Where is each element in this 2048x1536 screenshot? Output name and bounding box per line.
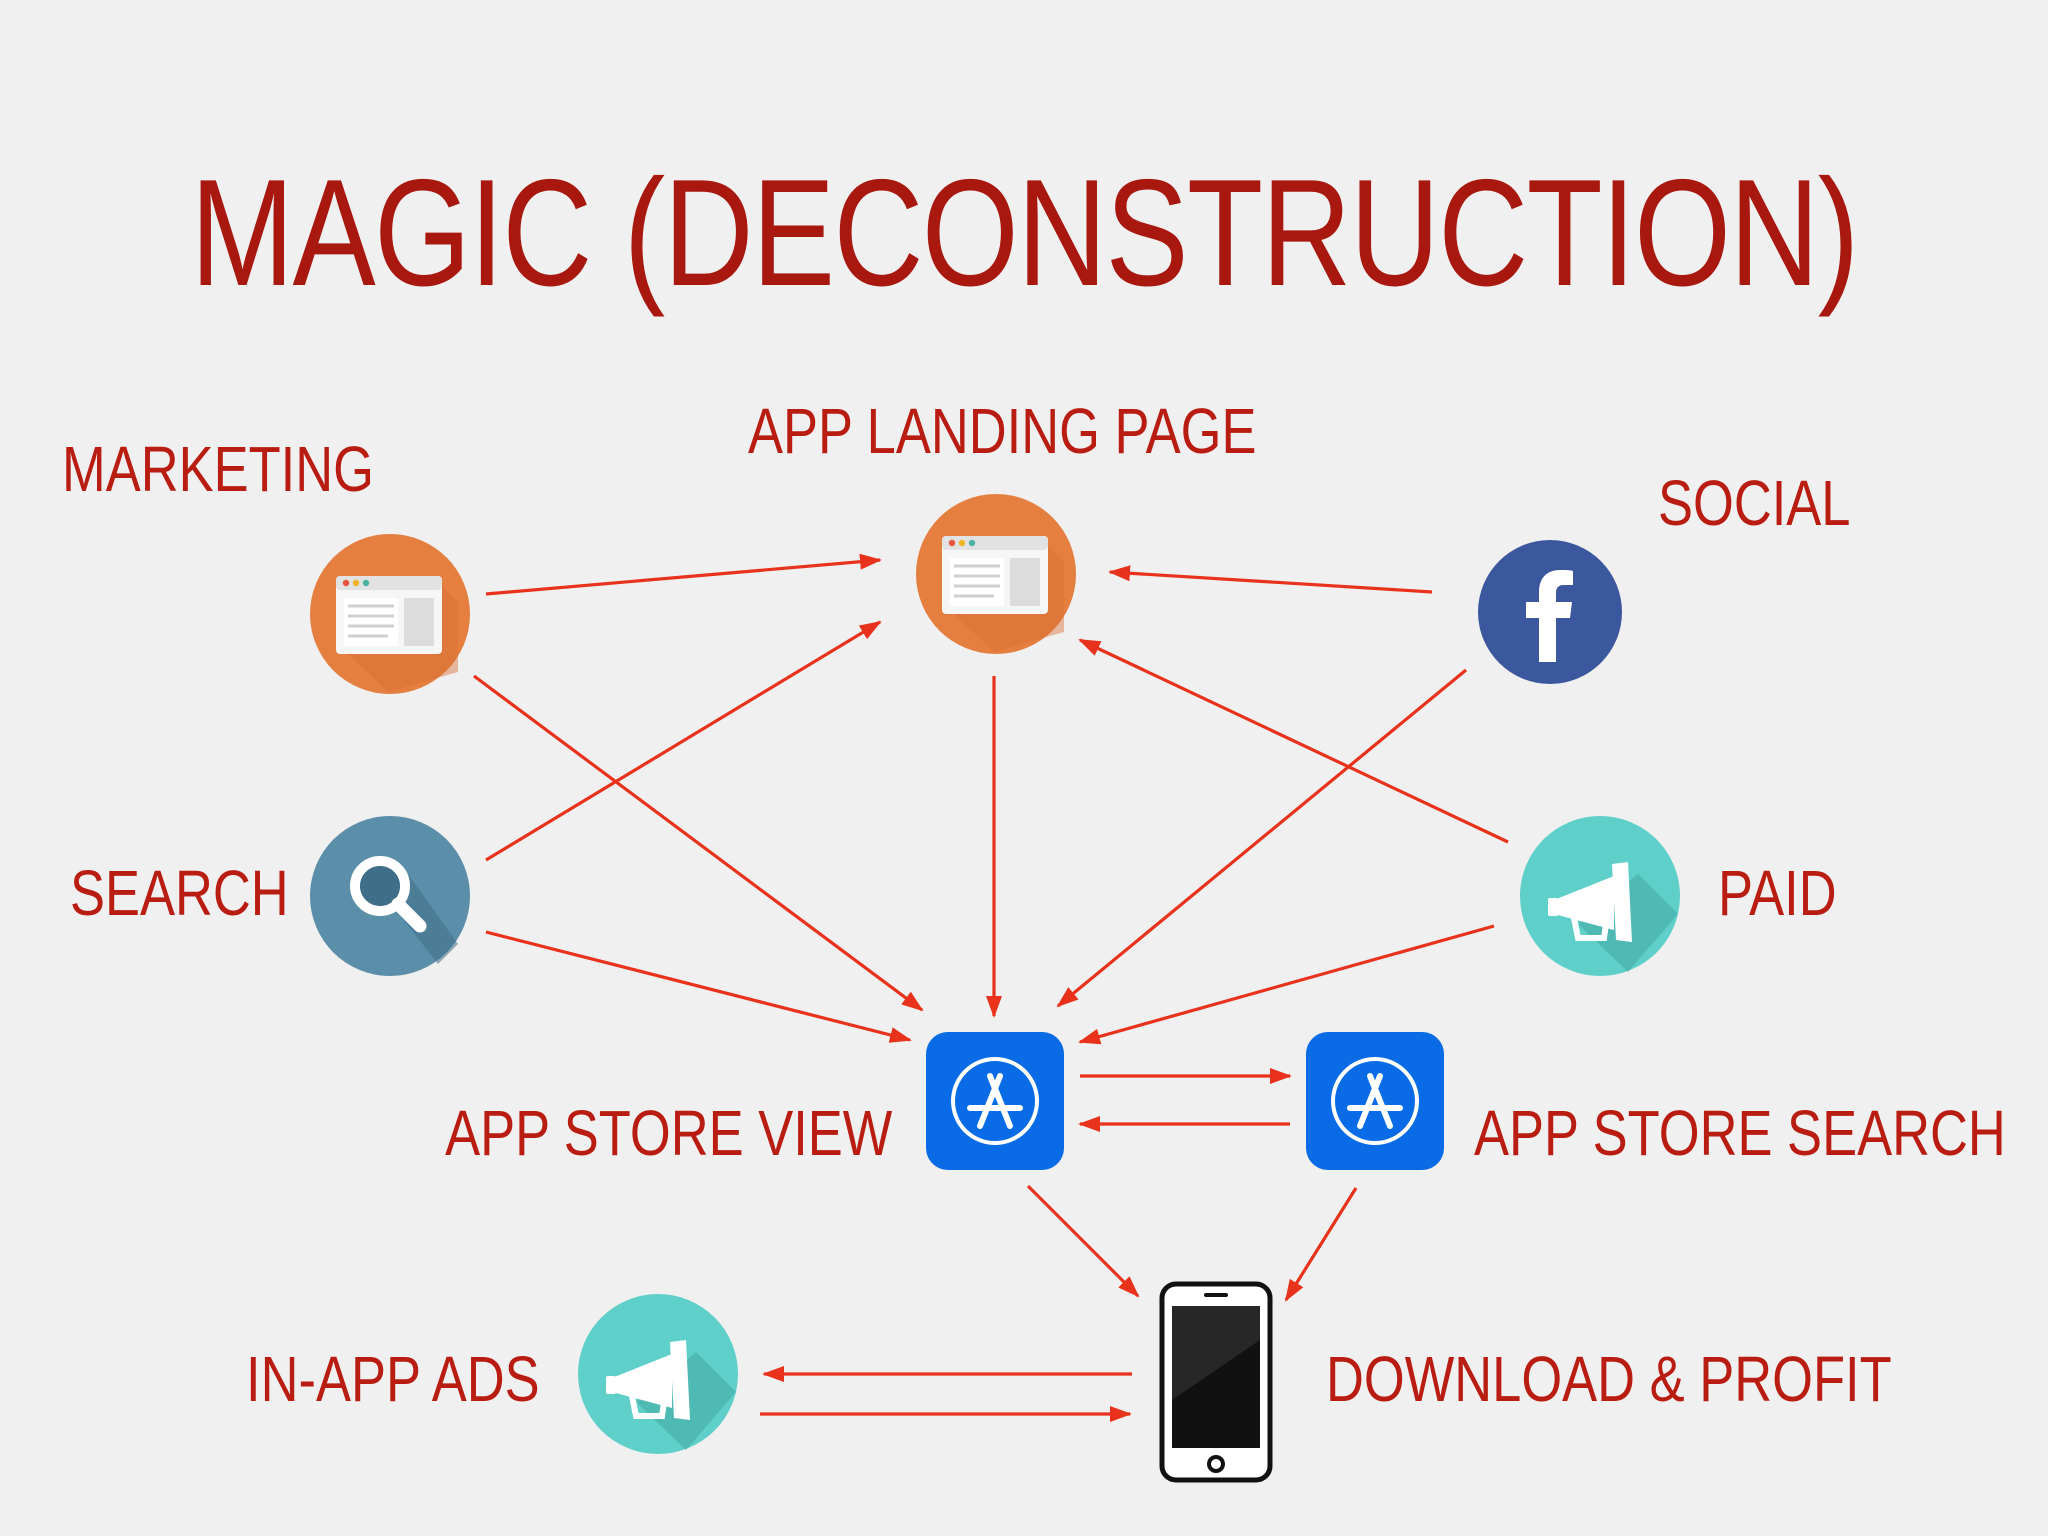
app-store-icon xyxy=(926,1032,1064,1170)
app-store-search-node xyxy=(1306,1032,1444,1170)
app-landing-page-node xyxy=(916,494,1076,654)
search-node xyxy=(310,816,470,976)
download-node xyxy=(1159,1281,1273,1483)
arrow-paid-to-store-view xyxy=(1078,924,1495,1045)
arrow-marketing-to-store-view xyxy=(473,674,924,1012)
facebook-icon xyxy=(1478,540,1622,684)
marketing-node xyxy=(310,534,470,694)
magnifier-icon xyxy=(310,816,470,976)
megaphone-icon xyxy=(578,1294,738,1454)
label-paid: PAID xyxy=(1718,857,1837,929)
arrow-store-view-to-download xyxy=(1026,1184,1140,1298)
browser-window-icon xyxy=(916,494,1076,654)
browser-window-icon xyxy=(310,534,470,694)
arrow-store-search-to-download xyxy=(1284,1187,1358,1302)
arrow-search-to-landing xyxy=(485,620,882,862)
app-store-view-node xyxy=(926,1032,1064,1170)
label-app-store-search: APP STORE SEARCH xyxy=(1474,1097,2006,1169)
paid-node xyxy=(1520,816,1680,976)
label-app-store-view: APP STORE VIEW xyxy=(444,1097,892,1169)
megaphone-icon xyxy=(1520,816,1680,976)
label-search: SEARCH xyxy=(70,857,289,929)
arrow-search-to-store-view xyxy=(485,930,912,1043)
arrow-paid-to-landing xyxy=(1078,638,1509,844)
page-title: MAGIC (DECONSTRUCTION) xyxy=(190,148,1859,318)
app-store-icon xyxy=(1306,1032,1444,1170)
social-node xyxy=(1478,540,1622,684)
label-app-landing-page: APP LANDING PAGE xyxy=(748,395,1257,467)
label-in-app-ads: IN-APP ADS xyxy=(246,1343,540,1415)
arrow-social-to-store-view xyxy=(1056,668,1468,1008)
in-app-ads-node xyxy=(578,1294,738,1454)
arrow-social-to-landing xyxy=(1108,565,1433,594)
arrow-marketing-to-landing xyxy=(485,553,882,596)
smartphone-icon xyxy=(1159,1281,1273,1483)
label-download-profit: DOWNLOAD & PROFIT xyxy=(1326,1343,1892,1415)
label-marketing: MARKETING xyxy=(62,433,374,505)
label-social: SOCIAL xyxy=(1658,467,1851,539)
